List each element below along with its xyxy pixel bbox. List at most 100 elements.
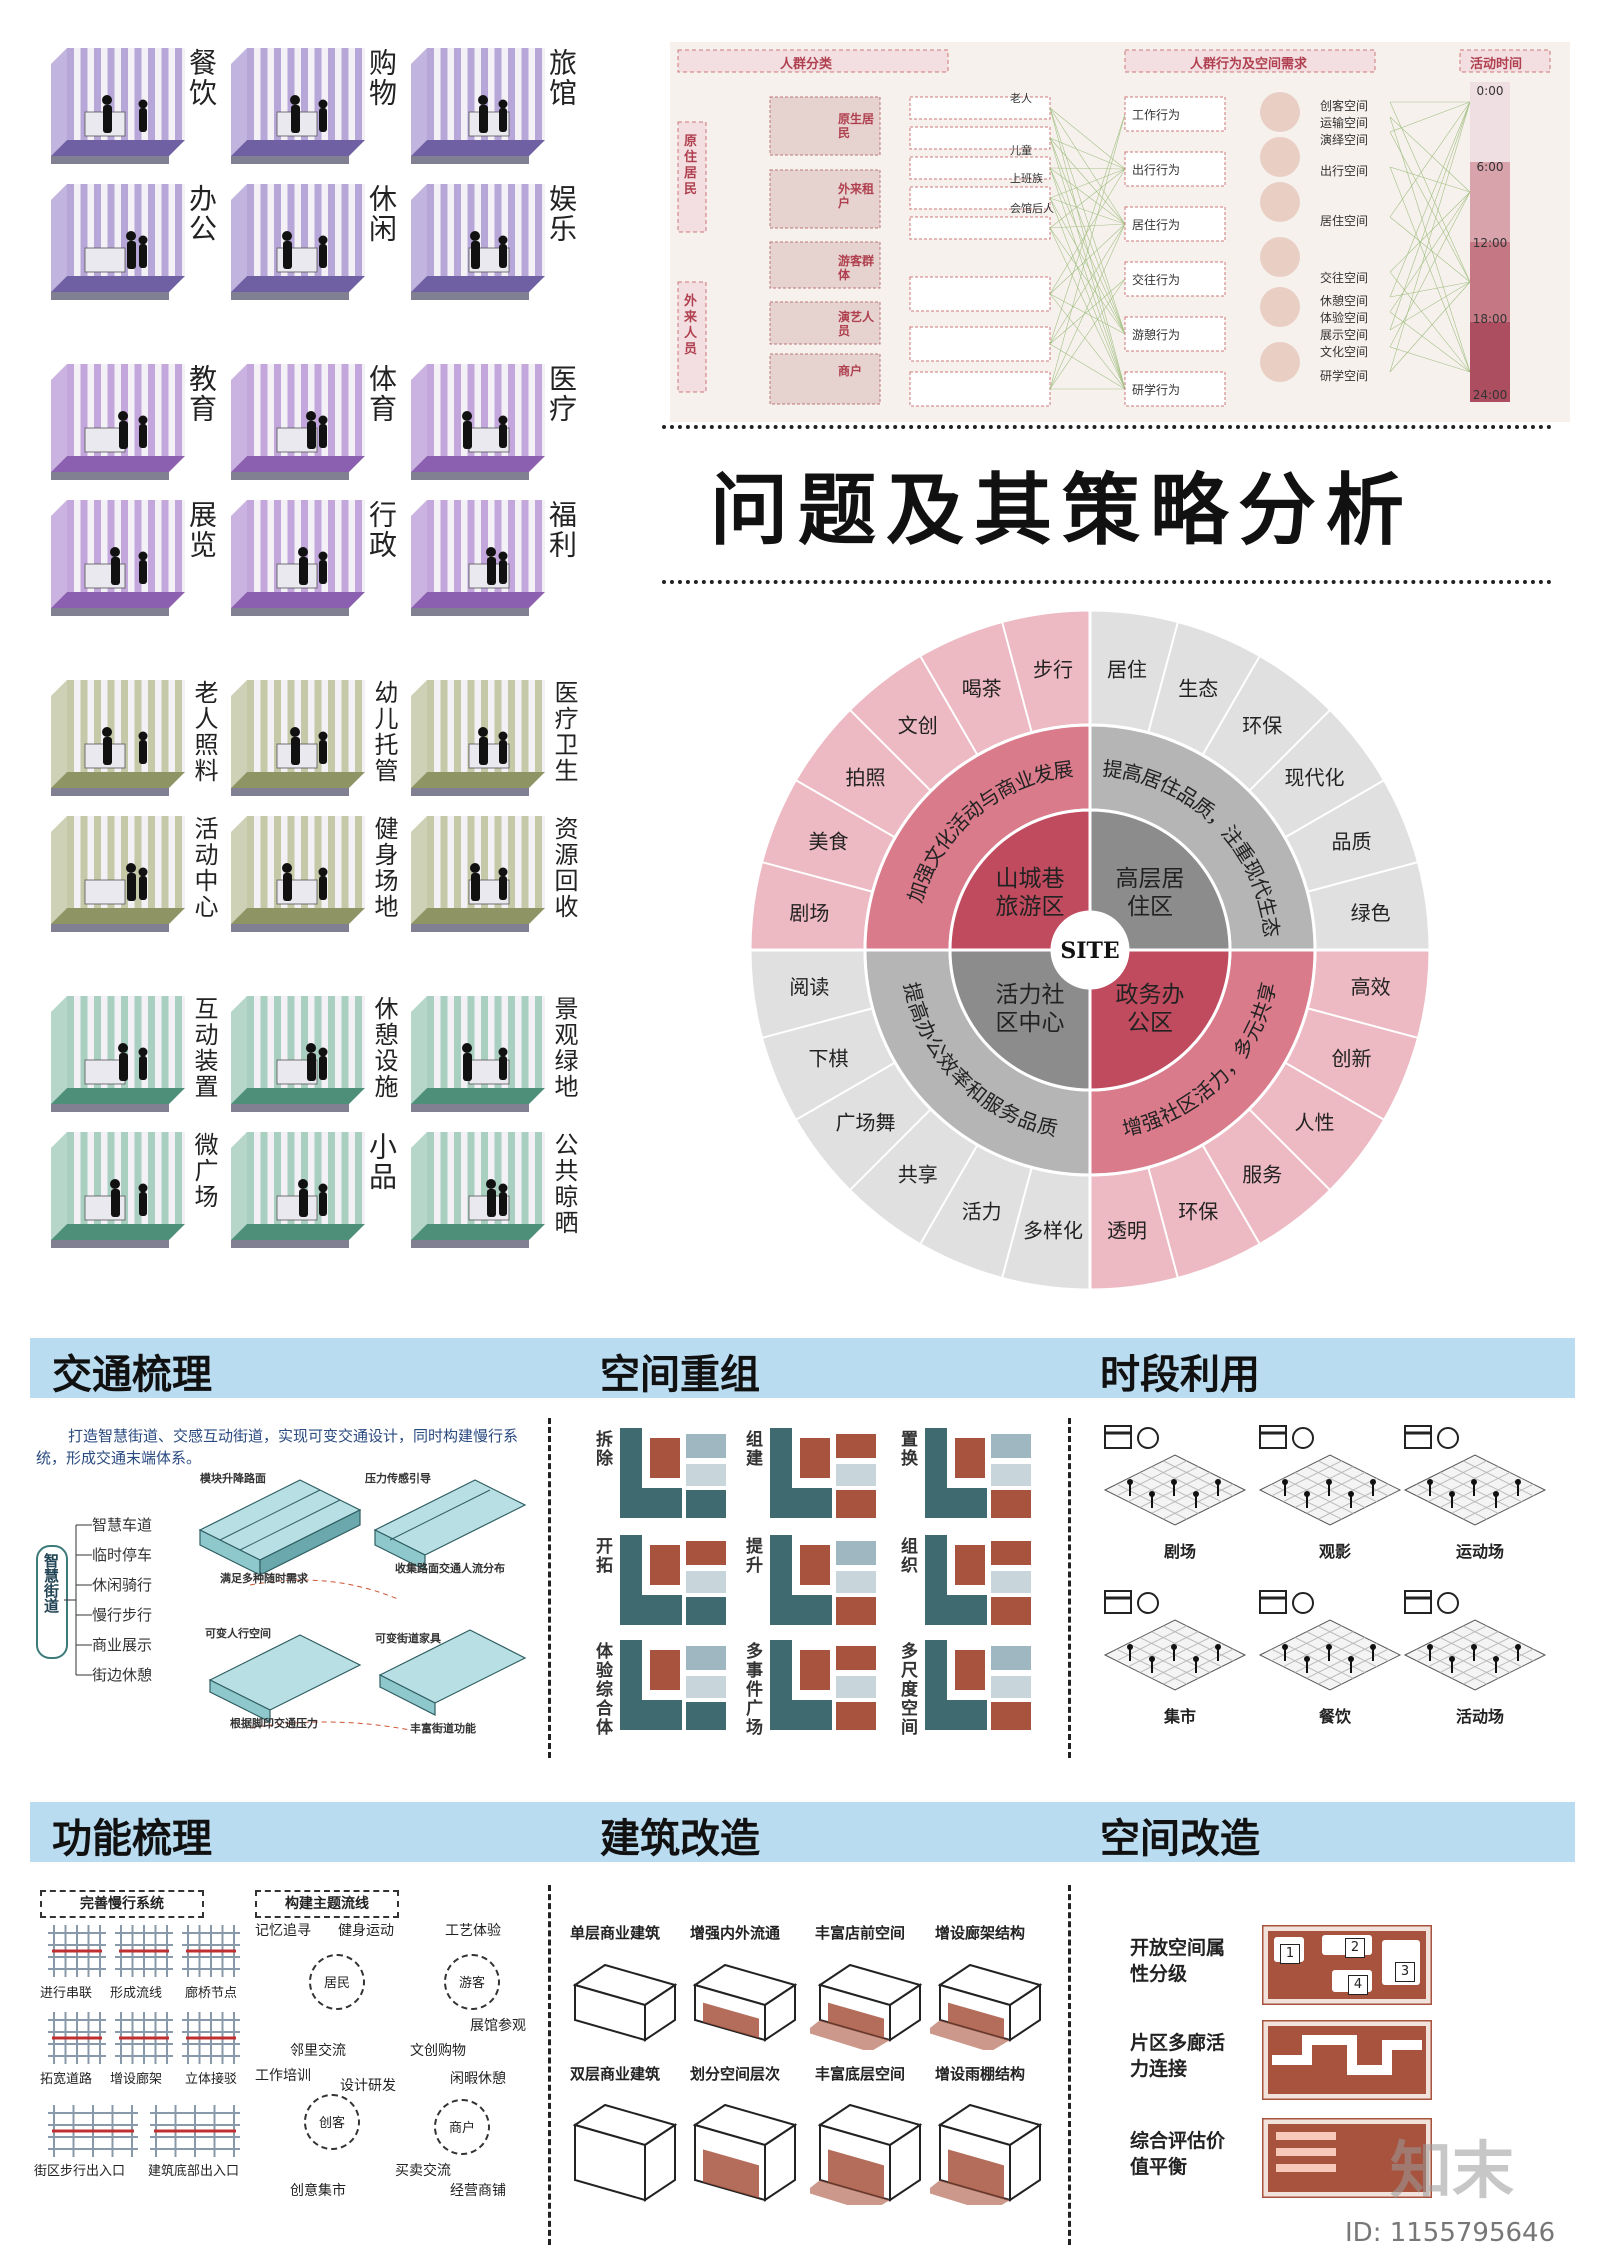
room-icon-21: 景观绿地 [405,990,580,1118]
flow-time: 6:00 [1476,160,1504,174]
space-op-diagram [770,1640,876,1730]
wheel-outer-label: 生态 [1178,677,1218,701]
wheel-zone-label: 山城巷 [996,866,1065,892]
flow-need: 儿童 [1010,144,1032,157]
flow-space: 休憩空间 [1320,294,1369,308]
room-label: 办公 [185,184,218,244]
room-icon-5: 休闲 [225,178,400,306]
flow-header-behavior: 人群行为及空间需求 [1190,57,1308,72]
building-label: 增设廊架结构 [935,1924,1026,1942]
traffic-caption: 模块升降路面 [200,1472,266,1485]
room-icon-6: 娱乐 [405,178,580,306]
main-title: 问题及其策略分析 [710,466,1415,556]
flow-space: 研学空间 [1320,369,1369,383]
flow-time: 18:00 [1472,312,1508,326]
divider-v4 [1068,1885,1071,2245]
traffic-intro: 打造智慧街道、交感互动街道，实现可变交通设计，同时构建慢行系统，形成交通末端体系… [36,1427,519,1467]
flow-group-outsider: 外来人员 [684,294,698,357]
divider-v2 [1068,1418,1071,1758]
flow-person: 原生居民 [838,112,875,140]
room-label: 微广场 [190,1132,218,1210]
reform-number: 3 [1395,1962,1415,1982]
room-label: 休憩设施 [370,996,398,1100]
wheel-outer-label: 剧场 [789,901,829,925]
reform-label: 开放空间属性分级 [1130,1937,1226,1985]
room-label: 餐饮 [185,48,218,108]
space-op-diagram [925,1535,1031,1625]
flow-space: 体验空间 [1320,311,1369,325]
flow-space: 交往空间 [1320,271,1369,285]
space-op-label: 多尺度空间 [897,1642,917,1737]
space-op-diagram [620,1640,726,1730]
wheel-outer-label: 透明 [1107,1219,1147,1243]
room-icon-11: 行政 [225,494,400,622]
function-grid-icon [115,1925,173,1977]
function-grid-label: 拓宽道路 [40,2072,93,2087]
flow-behavior: 工作行为 [1132,108,1181,122]
time-scene [1258,1425,1402,1526]
function-grid-icon [182,2012,240,2064]
function-grid-label: 街区步行出入口 [34,2164,126,2179]
function-cluster-item: 设计研发 [340,2078,396,2094]
section-title-time: 时段利用 [1100,1351,1260,1398]
room-icon-12: 福利 [405,494,580,622]
function-cluster-center: 创客 [304,2094,360,2150]
space-op-label: 多事件广场 [742,1642,762,1737]
room-label: 娱乐 [545,184,578,244]
room-icon-1: 餐饮 [45,42,220,170]
building-diagram [810,2103,923,2205]
flow-space: 居住空间 [1320,214,1369,228]
reform-diagram [1262,2118,1432,2198]
room-label: 休闲 [365,184,398,244]
wheel-outer-label: 广场舞 [835,1110,895,1134]
function-cluster-item: 闲暇休憩 [450,2071,506,2087]
flow-behavior: 居住行为 [1132,218,1181,232]
wheel-outer-label: 喝茶 [962,677,1002,701]
image-id: ID: 1155795646 [1345,2218,1556,2248]
wheel-zone-label: 高层居 [1116,866,1185,892]
building-diagram [572,1963,678,2042]
wheel-outer-label: 绿色 [1351,901,1391,925]
flow-behavior: 交往行为 [1132,273,1181,287]
room-icon-17: 健身场地 [225,810,400,938]
function-grid-icon [115,2012,173,2064]
wheel-outer-label: 美食 [809,830,849,854]
time-scene-label: 活动场 [1455,1707,1504,1726]
wheel-outer-label: 环保 [1178,1199,1218,1223]
function-cluster-item: 创意集市 [290,2183,346,2199]
room-label: 体育 [365,364,398,424]
function-grid-label: 廊桥节点 [185,1986,238,2001]
function-cluster-center: 游客 [444,1954,500,2010]
traffic-caption: 压力传感引导 [365,1472,431,1485]
divider-v3 [548,1885,551,2245]
wheel-center-site: SITE [1060,938,1119,964]
flow-person: 演艺人员 [838,310,875,338]
room-label: 教育 [185,364,218,424]
wheel-outer-label: 现代化 [1285,766,1345,790]
room-label: 资源回收 [550,816,578,920]
wheel-outer-label: 共享 [898,1163,938,1187]
traffic-diagrams [198,1479,527,1731]
flow-need: 会馆后人 [1010,202,1054,215]
wheel-zone-label: 政务办 [1116,982,1185,1008]
building-diagram [692,2103,798,2202]
reform-number: 1 [1280,1944,1300,1964]
flow-header-time: 活动时间 [1470,57,1523,72]
flow-time: 12:00 [1472,236,1508,250]
function-cluster-item: 工艺体验 [445,1923,501,1939]
traffic-item: 临时停车 [92,1546,153,1564]
function-cluster-center: 商户 [434,2099,490,2155]
room-label: 行政 [365,500,398,560]
wheel-outer-label: 下棋 [809,1046,849,1070]
building-label: 划分空间层次 [690,2065,781,2083]
function-grid-icon [48,2105,138,2157]
function-cluster-item: 文创购物 [410,2043,466,2059]
function-grid-label: 增设廊架 [110,2072,163,2087]
function-cluster-item: 展馆参观 [470,2018,526,2034]
building-label: 增强内外流通 [690,1924,781,1942]
room-icon-8: 体育 [225,358,400,486]
function-box2: 构建主题流线 [255,1890,399,1918]
flow-space: 运输空间 [1320,116,1369,130]
reform-label: 综合评估价值平衡 [1130,2130,1226,2178]
